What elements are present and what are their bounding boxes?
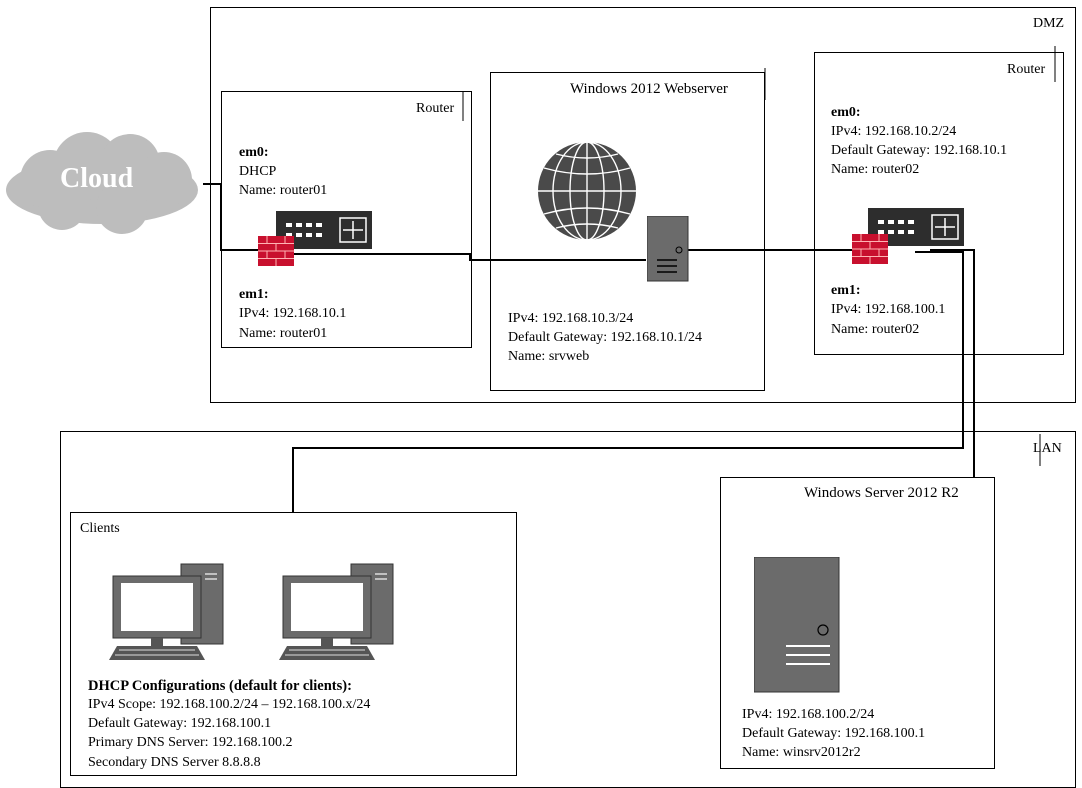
cloud-icon — [2, 128, 207, 238]
clients-line4: Secondary DNS Server 8.8.8.8 — [88, 755, 261, 770]
router02-em0-title: em0: — [831, 105, 861, 120]
router01-em1-title: em1: — [239, 287, 269, 302]
router02-em0-line1: IPv4: 192.168.10.2/24 — [831, 124, 957, 139]
webserver-line3: Name: srvweb — [508, 349, 590, 364]
clients-box — [70, 512, 517, 776]
router01-title: Router — [416, 101, 455, 116]
dmz-zone — [210, 7, 1076, 403]
winserver-line2: Default Gateway: 192.168.100.1 — [742, 726, 926, 741]
clients-line1: IPv4 Scope: 192.168.100.2/24 – 192.168.1… — [88, 697, 371, 712]
clients-title: Clients — [80, 521, 120, 536]
webserver-line1: IPv4: 192.168.10.3/24 — [508, 311, 634, 326]
router01-firewall-icon — [258, 236, 294, 271]
winserver-box — [720, 477, 995, 769]
winserver-tower-icon — [753, 556, 840, 698]
router02-em0-line3: Name: router02 — [831, 162, 920, 177]
clients-line2: Default Gateway: 192.168.100.1 — [88, 716, 272, 731]
router01-em0-line1: DHCP — [239, 164, 277, 179]
webserver-tower-icon — [646, 215, 689, 287]
winserver-title: Windows Server 2012 R2 — [804, 485, 959, 501]
webserver-title: Windows 2012 Webserver — [570, 81, 728, 97]
router02-box — [814, 52, 1064, 355]
router01-em1-line2: Name: router01 — [239, 326, 328, 341]
router01-em0-title: em0: — [239, 145, 269, 160]
dmz-label: DMZ — [1033, 16, 1065, 31]
clients-line3: Primary DNS Server: 192.168.100.2 — [88, 735, 293, 750]
client-pc-icon — [105, 562, 225, 669]
router02-em0-line2: Default Gateway: 192.168.10.1 — [831, 143, 1008, 158]
router02-em1-title: em1: — [831, 283, 861, 298]
link-cloud-router01 — [203, 183, 262, 251]
router02-em1-line1: IPv4: 192.168.100.1 — [831, 302, 946, 317]
router01-em1-line1: IPv4: 192.168.10.1 — [239, 306, 347, 321]
router01-em0-line2: Name: router01 — [239, 183, 328, 198]
winserver-line1: IPv4: 192.168.100.2/24 — [742, 707, 875, 722]
client-pc-icon — [275, 562, 395, 669]
webserver-box — [490, 72, 765, 391]
globe-icon — [536, 140, 638, 247]
router02-title: Router — [1007, 62, 1046, 77]
link-router02-winserver — [930, 249, 975, 477]
winserver-line3: Name: winsrv2012r2 — [742, 745, 861, 760]
webserver-line2: Default Gateway: 192.168.10.1/24 — [508, 330, 703, 345]
router02-em1-line2: Name: router02 — [831, 322, 920, 337]
clients-dhcp-title: DHCP Configurations (default for clients… — [88, 678, 352, 694]
link-router01-webserver — [292, 253, 646, 261]
link-router02-lan — [292, 251, 964, 512]
cloud-label: Cloud — [60, 163, 134, 194]
router02-firewall-icon — [852, 234, 888, 269]
